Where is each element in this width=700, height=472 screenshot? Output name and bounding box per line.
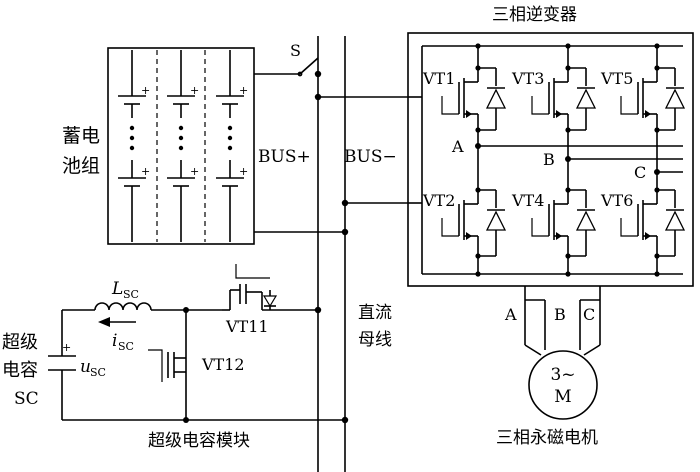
motor-m-text: M (554, 387, 571, 407)
dc-bus-label-line2: 母线 (358, 330, 392, 350)
vt1-label: VT1 (422, 69, 455, 88)
switch-vt3 (531, 46, 597, 159)
inverter-switches (408, 43, 686, 277)
battery-cell-column-1: + + (118, 50, 150, 242)
motor-caption: 三相永磁电机 (496, 428, 598, 448)
switch-vt12: VT12 (148, 349, 245, 382)
switch-vt1 (441, 46, 507, 146)
vt2-label: VT2 (422, 191, 455, 210)
motor-phase-c-label: C (583, 305, 595, 324)
diode (485, 210, 507, 231)
cell-plus: + (239, 165, 248, 178)
vt11-diode (262, 295, 278, 308)
switch-vt2 (441, 146, 507, 274)
motor-phase-b-label: B (554, 305, 566, 324)
supercap-label-line1: 超级 (2, 332, 38, 353)
battery-label-line1: 蓄电 (62, 125, 100, 147)
inverter-title: 三相逆变器 (492, 5, 577, 25)
switch-vt11: VT11 (222, 264, 322, 336)
diode (664, 210, 686, 231)
inverter-box (407, 32, 694, 287)
battery-bus-wiring: S (254, 41, 349, 236)
inductor-lsc (94, 302, 152, 311)
vt12-gate-bracket (148, 349, 163, 382)
dc-bus (317, 36, 346, 472)
phase-a-label: A (451, 137, 464, 156)
vt11-gate-bracket (235, 264, 270, 279)
motor-phase-text: 3~ (550, 365, 575, 385)
phase-c-label: C (634, 163, 646, 182)
cell-plus: + (190, 165, 199, 178)
motor-connection: A B C (504, 286, 601, 356)
switch-s-label: S (290, 41, 301, 60)
voltage-subscript: SC (90, 366, 106, 379)
vt11-label: VT11 (225, 317, 269, 336)
vt5-label: VT5 (600, 69, 633, 88)
inductor-subscript: SC (123, 288, 139, 301)
battery-box (107, 47, 255, 245)
vt6-label: VT6 (600, 191, 633, 210)
current-label: i (112, 331, 117, 351)
diode (575, 88, 597, 109)
current-subscript: SC (118, 340, 134, 353)
voltage-label: u (80, 357, 91, 377)
diode (485, 88, 507, 109)
supercap-module: + L SC i SC u SC 超级 电容 SC 超级电容模块 (2, 279, 349, 451)
dc-bus-label-line1: 直流 (358, 303, 392, 323)
motor-phase-a-label: A (504, 305, 517, 324)
current-arrow (98, 317, 110, 327)
cell-plus: + (239, 84, 248, 97)
vt12-label: VT12 (201, 355, 245, 374)
supercap-module-caption: 超级电容模块 (148, 431, 250, 451)
bus-plus-label: BUS+ (258, 147, 311, 167)
battery-cell-column-2: + + (167, 50, 199, 242)
diode (664, 88, 686, 109)
switch-vt6 (620, 172, 686, 274)
switch-vt4 (531, 159, 597, 274)
supercap-label-line2: 电容 (2, 360, 38, 381)
phase-b-label: B (543, 150, 555, 169)
motor-symbol (528, 350, 598, 420)
cell-plus: + (141, 165, 150, 178)
supercap-label-line3: SC (14, 389, 39, 409)
switch-s-blade (299, 57, 319, 75)
cell-plus: + (141, 84, 150, 97)
battery-pack: + + + + (62, 47, 255, 245)
bus-inverter-wiring (314, 93, 408, 207)
battery-cell-column-3: + + (216, 50, 248, 242)
switch-vt5 (620, 46, 686, 172)
cell-plus: + (190, 84, 199, 97)
vt3-label: VT3 (511, 69, 544, 88)
bus-minus-label: BUS− (344, 147, 397, 167)
battery-label-line2: 池组 (62, 155, 100, 177)
supercap-plus: + (62, 341, 71, 354)
diode (575, 210, 597, 231)
inductor-label: L (111, 279, 123, 299)
vt4-label: VT4 (511, 191, 544, 210)
